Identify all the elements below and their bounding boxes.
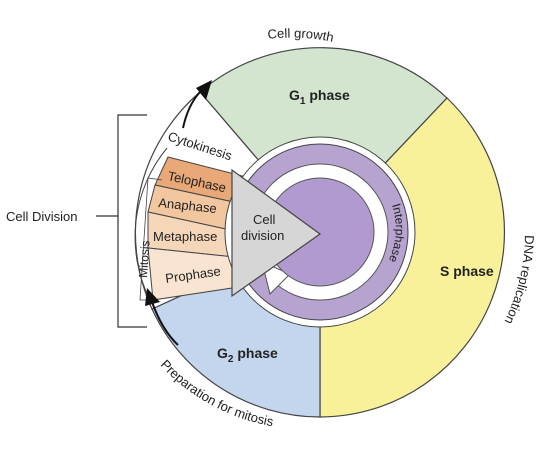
anaphase-label: Anaphase xyxy=(158,195,218,216)
center-label-line1: Cell xyxy=(253,212,276,227)
dna-replication-label: DNA replication xyxy=(502,235,536,327)
metaphase-label: Metaphase xyxy=(153,229,217,244)
cell-division-wedge xyxy=(231,168,322,298)
mitosis-label: Mitosis xyxy=(136,240,153,278)
g2-phase-label: G2 phase xyxy=(217,345,278,365)
cell-division-label: Cell Division xyxy=(6,209,78,224)
cell-division-bracket xyxy=(117,114,147,328)
arrow-to-g1 xyxy=(182,91,201,129)
cell-growth-label: Cell growth xyxy=(267,26,335,45)
center-label-line2: division xyxy=(241,228,284,243)
s-phase-sector xyxy=(319,97,506,418)
arrow-to-g1-head xyxy=(196,80,212,100)
s-phase-label: S phase xyxy=(440,263,494,279)
arrow-from-g2-head xyxy=(145,288,160,306)
g1-phase-label: G1 phase xyxy=(289,87,350,107)
mitosis-bracket xyxy=(134,147,168,301)
arrow-from-g2 xyxy=(151,301,179,346)
